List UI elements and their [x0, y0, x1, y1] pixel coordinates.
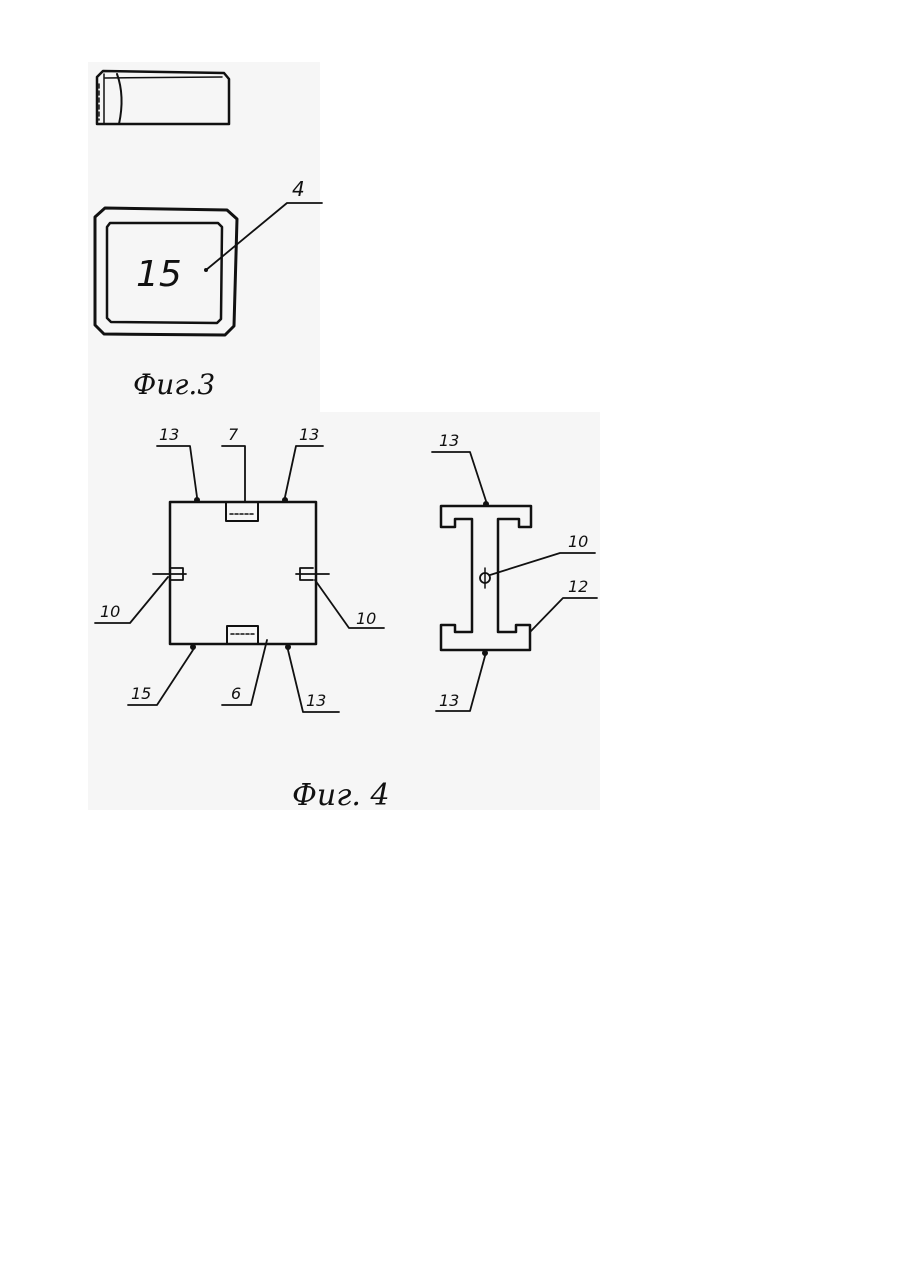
bump-top-left — [194, 497, 200, 503]
scan-region-fig3 — [88, 62, 320, 412]
label-10-ibeam-center: 10 — [568, 532, 588, 551]
label-13-ibeam-top: 13 — [439, 431, 459, 450]
label-7-top-slot: 7 — [228, 425, 239, 444]
fig3-caption: Фиг.3 — [133, 368, 215, 401]
bump-top-right — [282, 497, 288, 503]
label-13-bottom-right: 13 — [306, 691, 326, 710]
scan-region-fig4 — [88, 412, 600, 810]
label-13-ibeam-bottom: 13 — [439, 691, 459, 710]
label-10-right: 10 — [356, 609, 376, 628]
label-6-bottom-slot: 6 — [231, 684, 241, 703]
fig4-caption: Фиг. 4 — [292, 778, 390, 813]
bump-bottom-right — [285, 644, 291, 650]
label-10-left: 10 — [100, 602, 120, 621]
label-13-top-left: 13 — [159, 425, 179, 444]
label-13-top-right: 13 — [299, 425, 319, 444]
label-15-bottom-left: 15 — [131, 684, 151, 703]
fig3-inner-number: 15 — [136, 254, 182, 295]
label-12-ibeam-flange: 12 — [568, 577, 588, 596]
fig3-callout-label: 4 — [292, 177, 305, 201]
